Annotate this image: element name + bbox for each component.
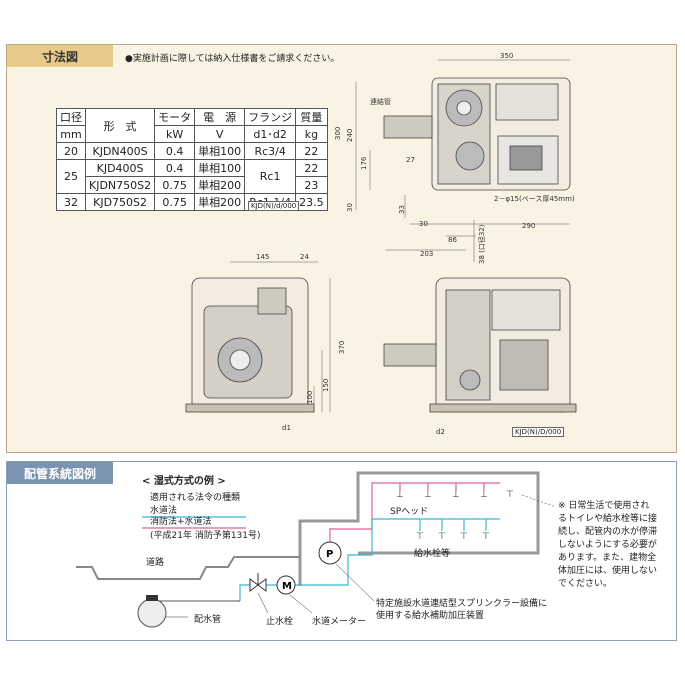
dim-24: 24 [300, 253, 309, 261]
col-flange: フランジ [244, 108, 297, 126]
road-label: 道路 [146, 558, 165, 568]
dimension-header: 寸法図 [7, 45, 113, 67]
dim-38: 38 (口径32) [477, 224, 486, 264]
label-d1: d1 [282, 424, 291, 432]
main-pipe [137, 595, 240, 628]
unit-kg: kg [295, 125, 328, 143]
example-title: < 湿式方式の例 > [142, 476, 226, 487]
unit-d: d1･d2 [244, 125, 297, 143]
dim-33: 33 [398, 205, 406, 214]
meter-label: 水道メーター [312, 617, 367, 627]
dim-86: 86 [448, 236, 457, 244]
device-label-2: 使用する給水補助加圧装置 [376, 611, 485, 621]
tap-icon: ⊤ [438, 532, 446, 542]
dim-145: 145 [256, 253, 269, 261]
main-pipe-label: 配水管 [194, 615, 222, 625]
pump-front-view [185, 277, 315, 413]
tap-icon: ⊤ [460, 532, 468, 542]
unit-mm: mm [56, 125, 86, 143]
device-label: 特定施設水道連結型スプリンクラー設備に [376, 599, 548, 609]
pump-side-view [383, 277, 577, 413]
label-holes: 2－φ15(ベース厚45mm) [494, 195, 575, 203]
pump-icon [318, 541, 342, 565]
dim-100: 100 [306, 391, 314, 404]
fire-pipes [329, 482, 500, 551]
sp-head-label: SPヘッド [390, 507, 429, 517]
col-model: 形 式 [84, 108, 156, 143]
dim-203: 203 [420, 250, 433, 258]
faucet-icon: ⊤ [506, 490, 514, 500]
sp-head-icon: ⊥ [452, 490, 460, 500]
pump-letter: P [326, 549, 333, 560]
dim-150: 150 [322, 379, 330, 392]
dim-176: 176 [360, 156, 368, 170]
col-mass: 質量 [295, 108, 328, 126]
unit-v: V [194, 125, 246, 143]
piping-panel: 配管系統図例 [6, 461, 677, 641]
dim-30a: 30 [346, 203, 354, 212]
table-row: KJDN750S2 0.75 単相200 23 [57, 176, 328, 194]
dim-240: 240 [346, 129, 354, 142]
dim-30b: 30 [419, 220, 428, 228]
tap-icon: ⊤ [482, 532, 490, 542]
pump-drawings: 350 300 240 176 33 30 27 30 86 203 290 3… [185, 52, 577, 436]
side-note: ※ 日常生活で使用されるトイレや給水栓等に接続し、配管内の水が停滞しないようにす… [558, 501, 658, 589]
meter-letter: M [282, 581, 292, 592]
dim-27: 27 [406, 156, 415, 164]
pump-top-view [383, 77, 571, 191]
piping-diagram: M P ⊥ ⊥ ⊥ ⊥ ⊤ ⊤ ⊤ ⊤ ⊤ [76, 471, 557, 628]
sp-head-icon: ⊥ [396, 490, 404, 500]
tap-label: 給水栓等 [414, 549, 451, 559]
piping-header: 配管系統図例 [7, 462, 113, 484]
dim-300: 300 [334, 127, 342, 140]
stop-valve-icon [249, 573, 267, 592]
spec-table: 口径 形 式 モータ 電 源 フランジ 質量 mm kW V d1･d2 kg … [56, 108, 328, 211]
sp-head-icon: ⊥ [424, 490, 432, 500]
col-power: 電 源 [194, 108, 246, 126]
table-row: 25 KJD400S 0.4 単相100 Rc1 22 [56, 159, 328, 194]
dim-290: 290 [522, 222, 535, 230]
law-water: 水道法 [150, 506, 178, 516]
road-line [76, 556, 300, 580]
label-d2: d2 [436, 428, 445, 436]
dim-350: 350 [500, 52, 513, 60]
sp-head-icon: ⊥ [480, 490, 488, 500]
notice-text: ●実施計画に際しては納入仕様書をご請求ください。 [125, 54, 340, 64]
drawing-ref-code: KJD(N)/D/000 [512, 427, 565, 437]
tap-icon: ⊤ [416, 532, 424, 542]
table-ref-code: KJD(N)/d/000 [248, 201, 300, 211]
label-connector: 連結管 [370, 97, 391, 106]
law-fire: 消防法+水道法 [150, 517, 212, 527]
stop-valve-label: 止水栓 [266, 617, 294, 627]
law-ref: (平成21年 消防予第131号) [150, 531, 261, 541]
water-meter-icon [276, 575, 296, 595]
law-title: 適用される法令の種類 [150, 493, 241, 503]
dim-370: 370 [338, 341, 346, 354]
building-outline [298, 471, 540, 586]
